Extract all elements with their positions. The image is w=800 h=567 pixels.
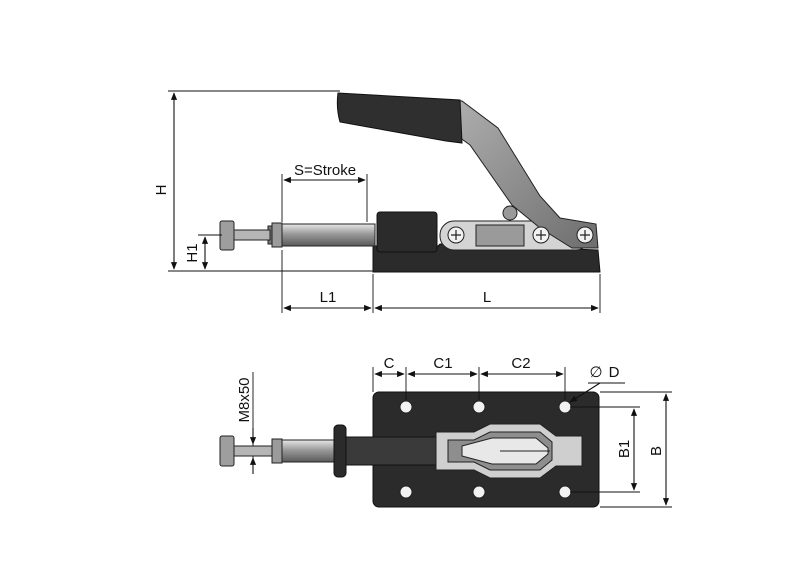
dim-H: H <box>153 90 373 272</box>
side-view: H H1 S=Stroke L1 L <box>153 90 601 313</box>
top-bolt-head <box>219 435 235 467</box>
top-threaded-bolt <box>231 445 273 457</box>
side-threaded-bolt <box>231 229 271 241</box>
side-handle-arm <box>444 99 599 249</box>
dim-label-B1: B1 <box>616 440 633 458</box>
dim-label-C2: C2 <box>511 355 530 372</box>
dim-H1: H1 <box>184 234 222 270</box>
dim-B1: B1 <box>570 406 640 493</box>
dim-label-H: H <box>153 185 170 196</box>
mount-hole <box>399 485 413 499</box>
dim-label-thread: M8x50 <box>236 377 253 422</box>
dim-label-stroke: S=Stroke <box>294 162 356 179</box>
top-view: C C1 C2 ∅ D B1 B M8x50 <box>219 355 672 508</box>
dim-L1: L1 <box>281 250 374 313</box>
dim-stroke: S=Stroke <box>281 162 368 222</box>
dim-B: B <box>600 391 672 508</box>
dim-label-D: D <box>609 364 620 381</box>
side-plunger-rod <box>281 223 376 247</box>
mount-hole <box>558 400 572 414</box>
dim-C-chain: C C1 C2 <box>372 355 566 400</box>
side-handle-grip <box>336 92 463 144</box>
top-housing <box>345 436 441 466</box>
dim-L: L <box>374 274 601 313</box>
mount-hole <box>472 400 486 414</box>
dim-label-L: L <box>483 289 491 306</box>
dim-label-diameter-symbol: ∅ <box>589 364 602 381</box>
mount-hole <box>399 400 413 414</box>
mount-hole <box>472 485 486 499</box>
top-rod-collar <box>271 438 283 464</box>
dim-thread: M8x50 <box>236 372 257 474</box>
dim-label-L1: L1 <box>320 289 337 306</box>
side-housing-block <box>376 211 438 253</box>
mount-hole <box>558 485 572 499</box>
dim-label-B: B <box>648 446 665 456</box>
dim-label-C: C <box>384 355 395 372</box>
side-link-inner <box>475 224 525 247</box>
dim-label-C1: C1 <box>433 355 452 372</box>
side-bolt-head <box>219 220 235 251</box>
top-rod-flange <box>333 424 347 478</box>
dim-label-H1: H1 <box>184 243 201 262</box>
top-plunger-rod <box>281 439 341 463</box>
dim-D: ∅ D <box>569 364 625 403</box>
pivot-pin-top <box>502 205 518 221</box>
side-rod-collar <box>271 222 283 248</box>
